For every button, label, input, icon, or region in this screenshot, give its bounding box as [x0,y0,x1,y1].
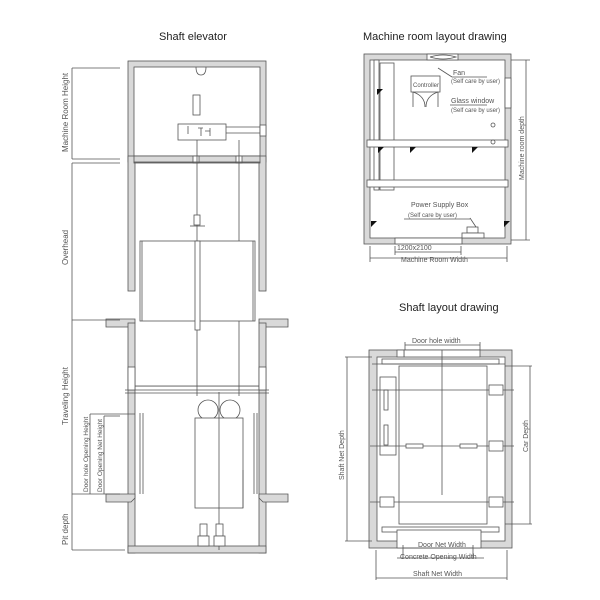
controller-box [410,75,441,93]
shaft-elevator-title: Shaft elevator [159,31,227,43]
shaft-layout-plan [345,342,532,580]
pit-buffers [197,523,226,547]
label-door-hole-width: Door hole width [412,338,461,345]
label-power-supply-box: Power Supply Box [411,202,469,209]
label-hole-size: 1200x2100 [397,245,432,252]
label-shaft-net-width: Shaft Net Width [413,571,462,578]
label-glass-window-note: (Self care by user) [451,108,500,114]
label-door-hole-opening-height: Door hole Opening Height [83,417,90,492]
label-fan-note: (Self care by user) [451,79,500,85]
label-fan: Fan [453,70,465,77]
label-shaft-net-depth: Shaft Net Depth [339,430,346,480]
label-controller: Controller [413,83,439,89]
label-car-depth: Car Depth [523,420,530,452]
label-power-supply-note: (Self care by user) [408,213,457,219]
label-traveling-height: Traveling Height [61,366,70,425]
label-pit-depth: Pit depth [61,513,70,545]
machine-room-plan [363,53,530,262]
label-machine-room-width: Machine Room Width [401,257,468,264]
label-machine-room-depth: Machine room depth [519,116,526,180]
label-door-opening-net-height: Door Opening Net Height [97,419,104,492]
label-overhead: Overhead [61,230,70,265]
machine-room-title: Machine room layout drawing [363,31,507,43]
label-glass-window: Glass window [451,98,495,105]
label-machine-room-height: Machine Room Height [61,72,70,152]
fan [426,53,459,61]
shaft-left-wall [127,155,136,292]
shaft-elevation [71,60,289,554]
label-door-net-width: Door Net Width [418,542,466,549]
label-concrete-opening-width: Concrete Opening Width [400,554,477,561]
shaft-layout-title: Shaft layout drawing [399,302,499,314]
shaft-right-wall [258,155,267,292]
